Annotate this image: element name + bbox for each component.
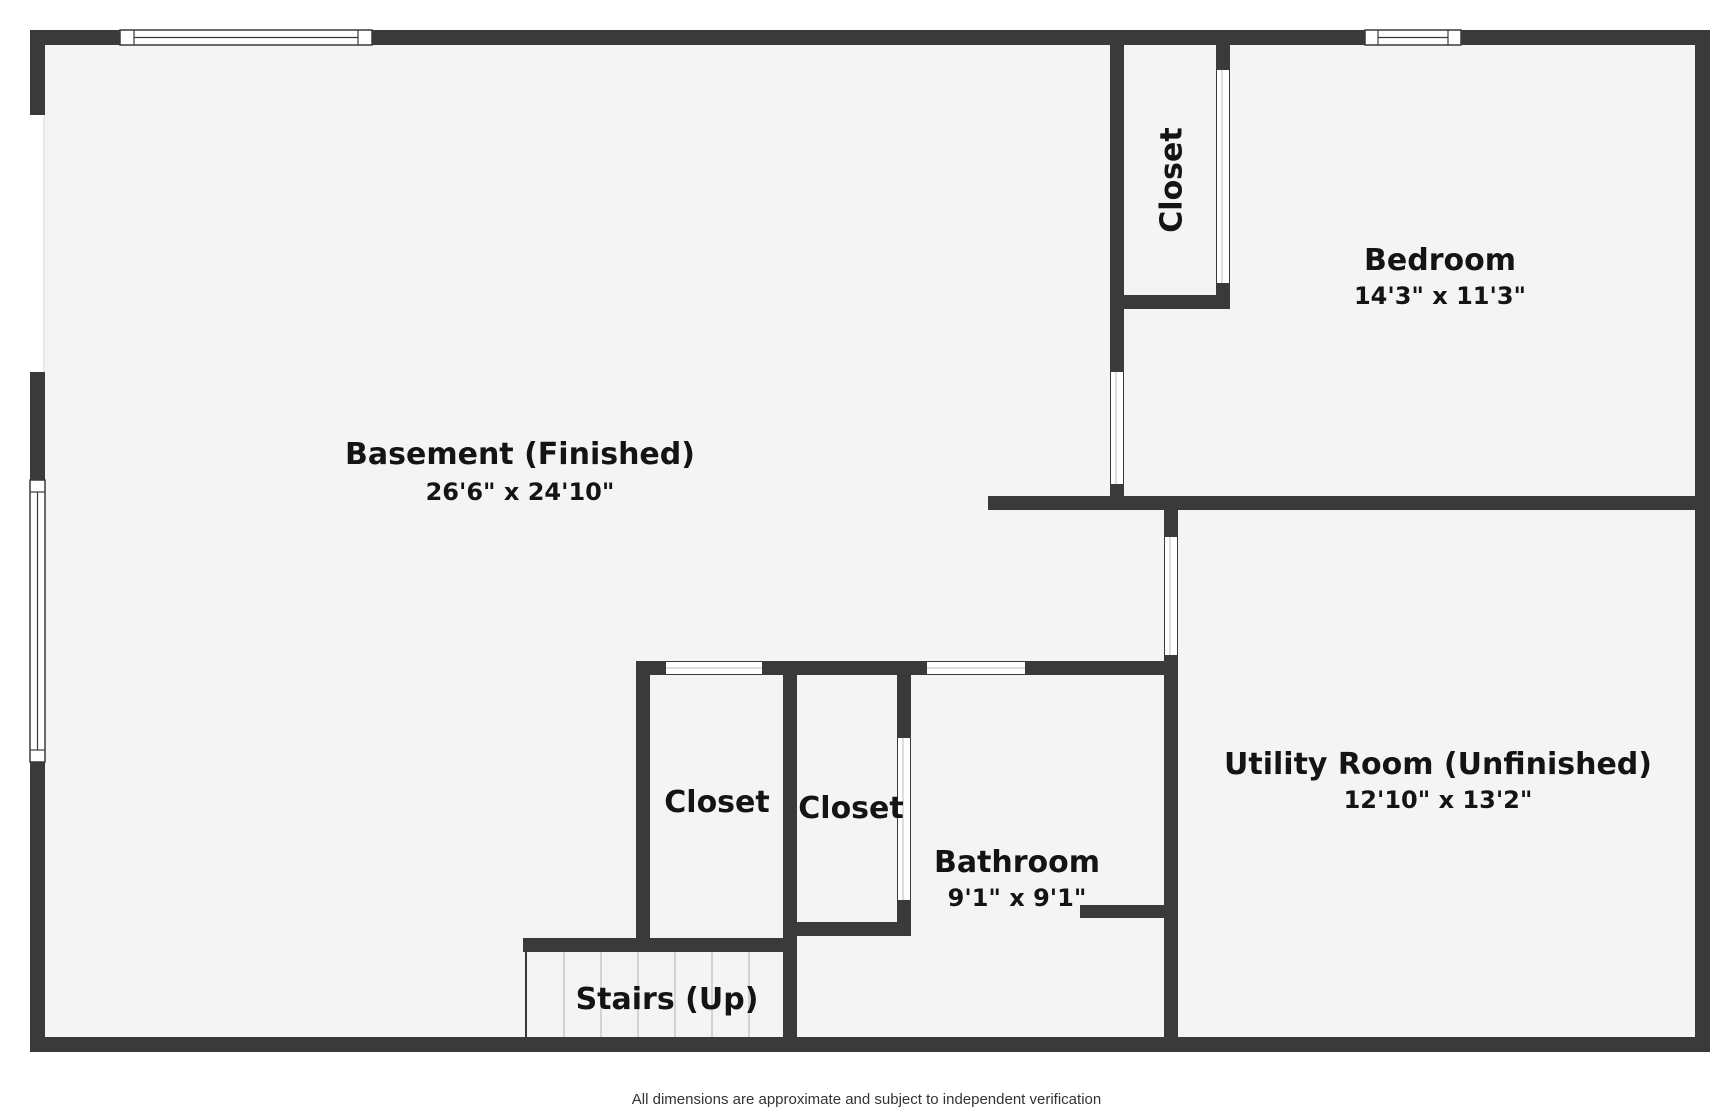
door-utility [1165, 537, 1177, 655]
door-openings [666, 70, 1229, 900]
door-bedroom [1111, 372, 1123, 484]
disclaimer-note: All dimensions are approximate and subje… [631, 1091, 1102, 1108]
basement-dimensions: 26'6" x 24'10" [426, 478, 615, 506]
closet-right-name: Closet [798, 791, 903, 826]
bedroom-closet-name: Closet [1155, 127, 1190, 232]
floor-area [30, 30, 1710, 1052]
windows [29, 29, 1462, 763]
closet-left-name: Closet [664, 785, 769, 820]
bathroom-dimensions: 9'1" x 9'1" [948, 884, 1087, 912]
opening-left-upper [30, 115, 45, 372]
bathroom-name: Bathroom [934, 845, 1100, 880]
basement-name: Basement (Finished) [345, 437, 695, 472]
door-bedroom-closet [1217, 70, 1229, 283]
stairs [523, 940, 783, 1037]
door-edges [666, 70, 1223, 900]
door-closet-right [898, 738, 910, 900]
exterior-walls [30, 30, 1710, 1052]
utility-dimensions: 12'10" x 13'2" [1344, 786, 1533, 814]
bedroom-name: Bedroom [1364, 243, 1516, 278]
bedroom-dimensions: 14'3" x 11'3" [1354, 282, 1526, 310]
stairs-name: Stairs (Up) [576, 982, 759, 1017]
utility-name: Utility Room (Unfinished) [1224, 747, 1652, 782]
